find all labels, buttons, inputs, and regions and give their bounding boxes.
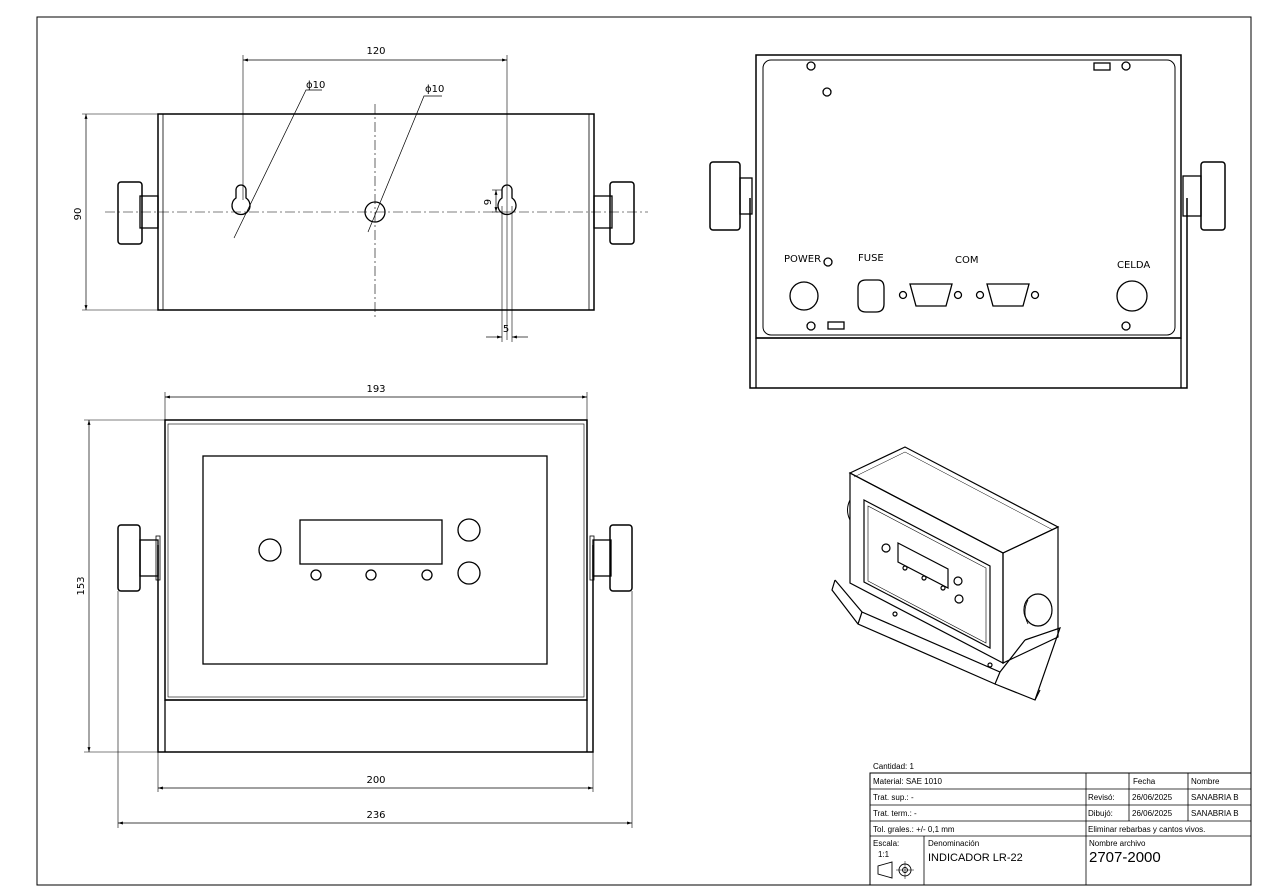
tb-cantidad: Cantidad: 1: [873, 762, 914, 771]
iso-housing-side: [1002, 526, 1059, 664]
tb-dibujo-fecha: 26/06/2025: [1132, 809, 1173, 818]
tb-dibujo-nombre: SANABRIA B: [1191, 809, 1239, 818]
dim-hole-left: ϕ10: [306, 80, 325, 91]
fuse-label: FUSE: [858, 253, 884, 264]
celda-label: CELDA: [1117, 260, 1150, 271]
top-view: [82, 55, 648, 342]
iso-window: [863, 499, 991, 649]
keyhole-right: [497, 184, 517, 216]
dim-top-height: 90: [73, 208, 84, 221]
title-block: [869, 772, 1252, 886]
tb-material: Material: SAE 1010: [873, 777, 942, 786]
front-knob-left: [117, 524, 141, 592]
dim-overall-width: 236: [366, 810, 385, 821]
iso-display: [897, 542, 949, 589]
tb-reviso-label: Revisó:: [1088, 793, 1115, 802]
dim-front-height: 153: [76, 576, 87, 595]
front-window: [202, 455, 548, 665]
tb-archivo-label: Nombre archivo: [1089, 839, 1146, 848]
top-view-knob-left: [139, 195, 159, 229]
iso-housing-top: [848, 446, 1060, 554]
tb-reviso-nombre: SANABRIA B: [1191, 793, 1239, 802]
tb-nombre-header: Nombre: [1191, 777, 1220, 786]
com-port-1: [909, 283, 953, 307]
com-port-2: [986, 283, 1030, 307]
front-housing: [164, 419, 588, 701]
tb-dibujo-label: Dibujó:: [1088, 809, 1113, 818]
tb-fecha-header: Fecha: [1133, 777, 1156, 786]
tb-escala-value: 1:1: [878, 850, 890, 859]
keyhole-left: [231, 184, 251, 216]
tb-denominacion-value: INDICADOR LR-22: [928, 852, 1023, 864]
tb-trat-term: Trat. term.: -: [873, 809, 917, 818]
rear-knob-left: [709, 161, 741, 231]
front-view: [84, 392, 633, 828]
tb-denominacion-label: Denominación: [928, 839, 979, 848]
lcd-display: [299, 519, 443, 565]
dim-holes-spacing: 120: [366, 46, 385, 57]
tb-trat-sup: Trat. sup.: -: [873, 793, 914, 802]
tb-archivo-value: 2707-2000: [1089, 849, 1161, 866]
rear-knob-right: [1200, 161, 1226, 231]
celda-connector: [1116, 280, 1148, 312]
tb-tol-grales: Tol. grales.: +/- 0,1 mm: [873, 825, 955, 834]
dim-base-width: 200: [366, 775, 385, 786]
button-left: [258, 538, 282, 562]
front-knob-right: [609, 524, 633, 592]
rear-view: [709, 54, 1226, 389]
button-top-right: [457, 518, 481, 542]
projection-symbol-icon: [877, 861, 914, 879]
tb-reviso-fecha: 26/06/2025: [1132, 793, 1173, 802]
isometric-view: [831, 446, 1061, 701]
tb-escala-label: Escala:: [873, 839, 899, 848]
fuse-holder: [857, 279, 885, 313]
iso-housing-front: [849, 472, 1004, 664]
button-bottom-right: [457, 561, 481, 585]
iso-knob: [1023, 593, 1053, 627]
sheet-border: [36, 16, 1252, 886]
com-label: COM: [955, 255, 978, 266]
rear-panel: [755, 54, 1182, 339]
power-label: POWER: [784, 254, 821, 265]
dim-slot-height: 9: [483, 199, 494, 205]
tb-nota: Eliminar rebarbas y cantos vivos.: [1088, 825, 1205, 834]
power-connector: [789, 281, 819, 311]
dim-hole-center: ϕ10: [425, 84, 444, 95]
dim-frame-width: 193: [366, 384, 385, 395]
dim-slot-width: 5: [503, 324, 509, 335]
